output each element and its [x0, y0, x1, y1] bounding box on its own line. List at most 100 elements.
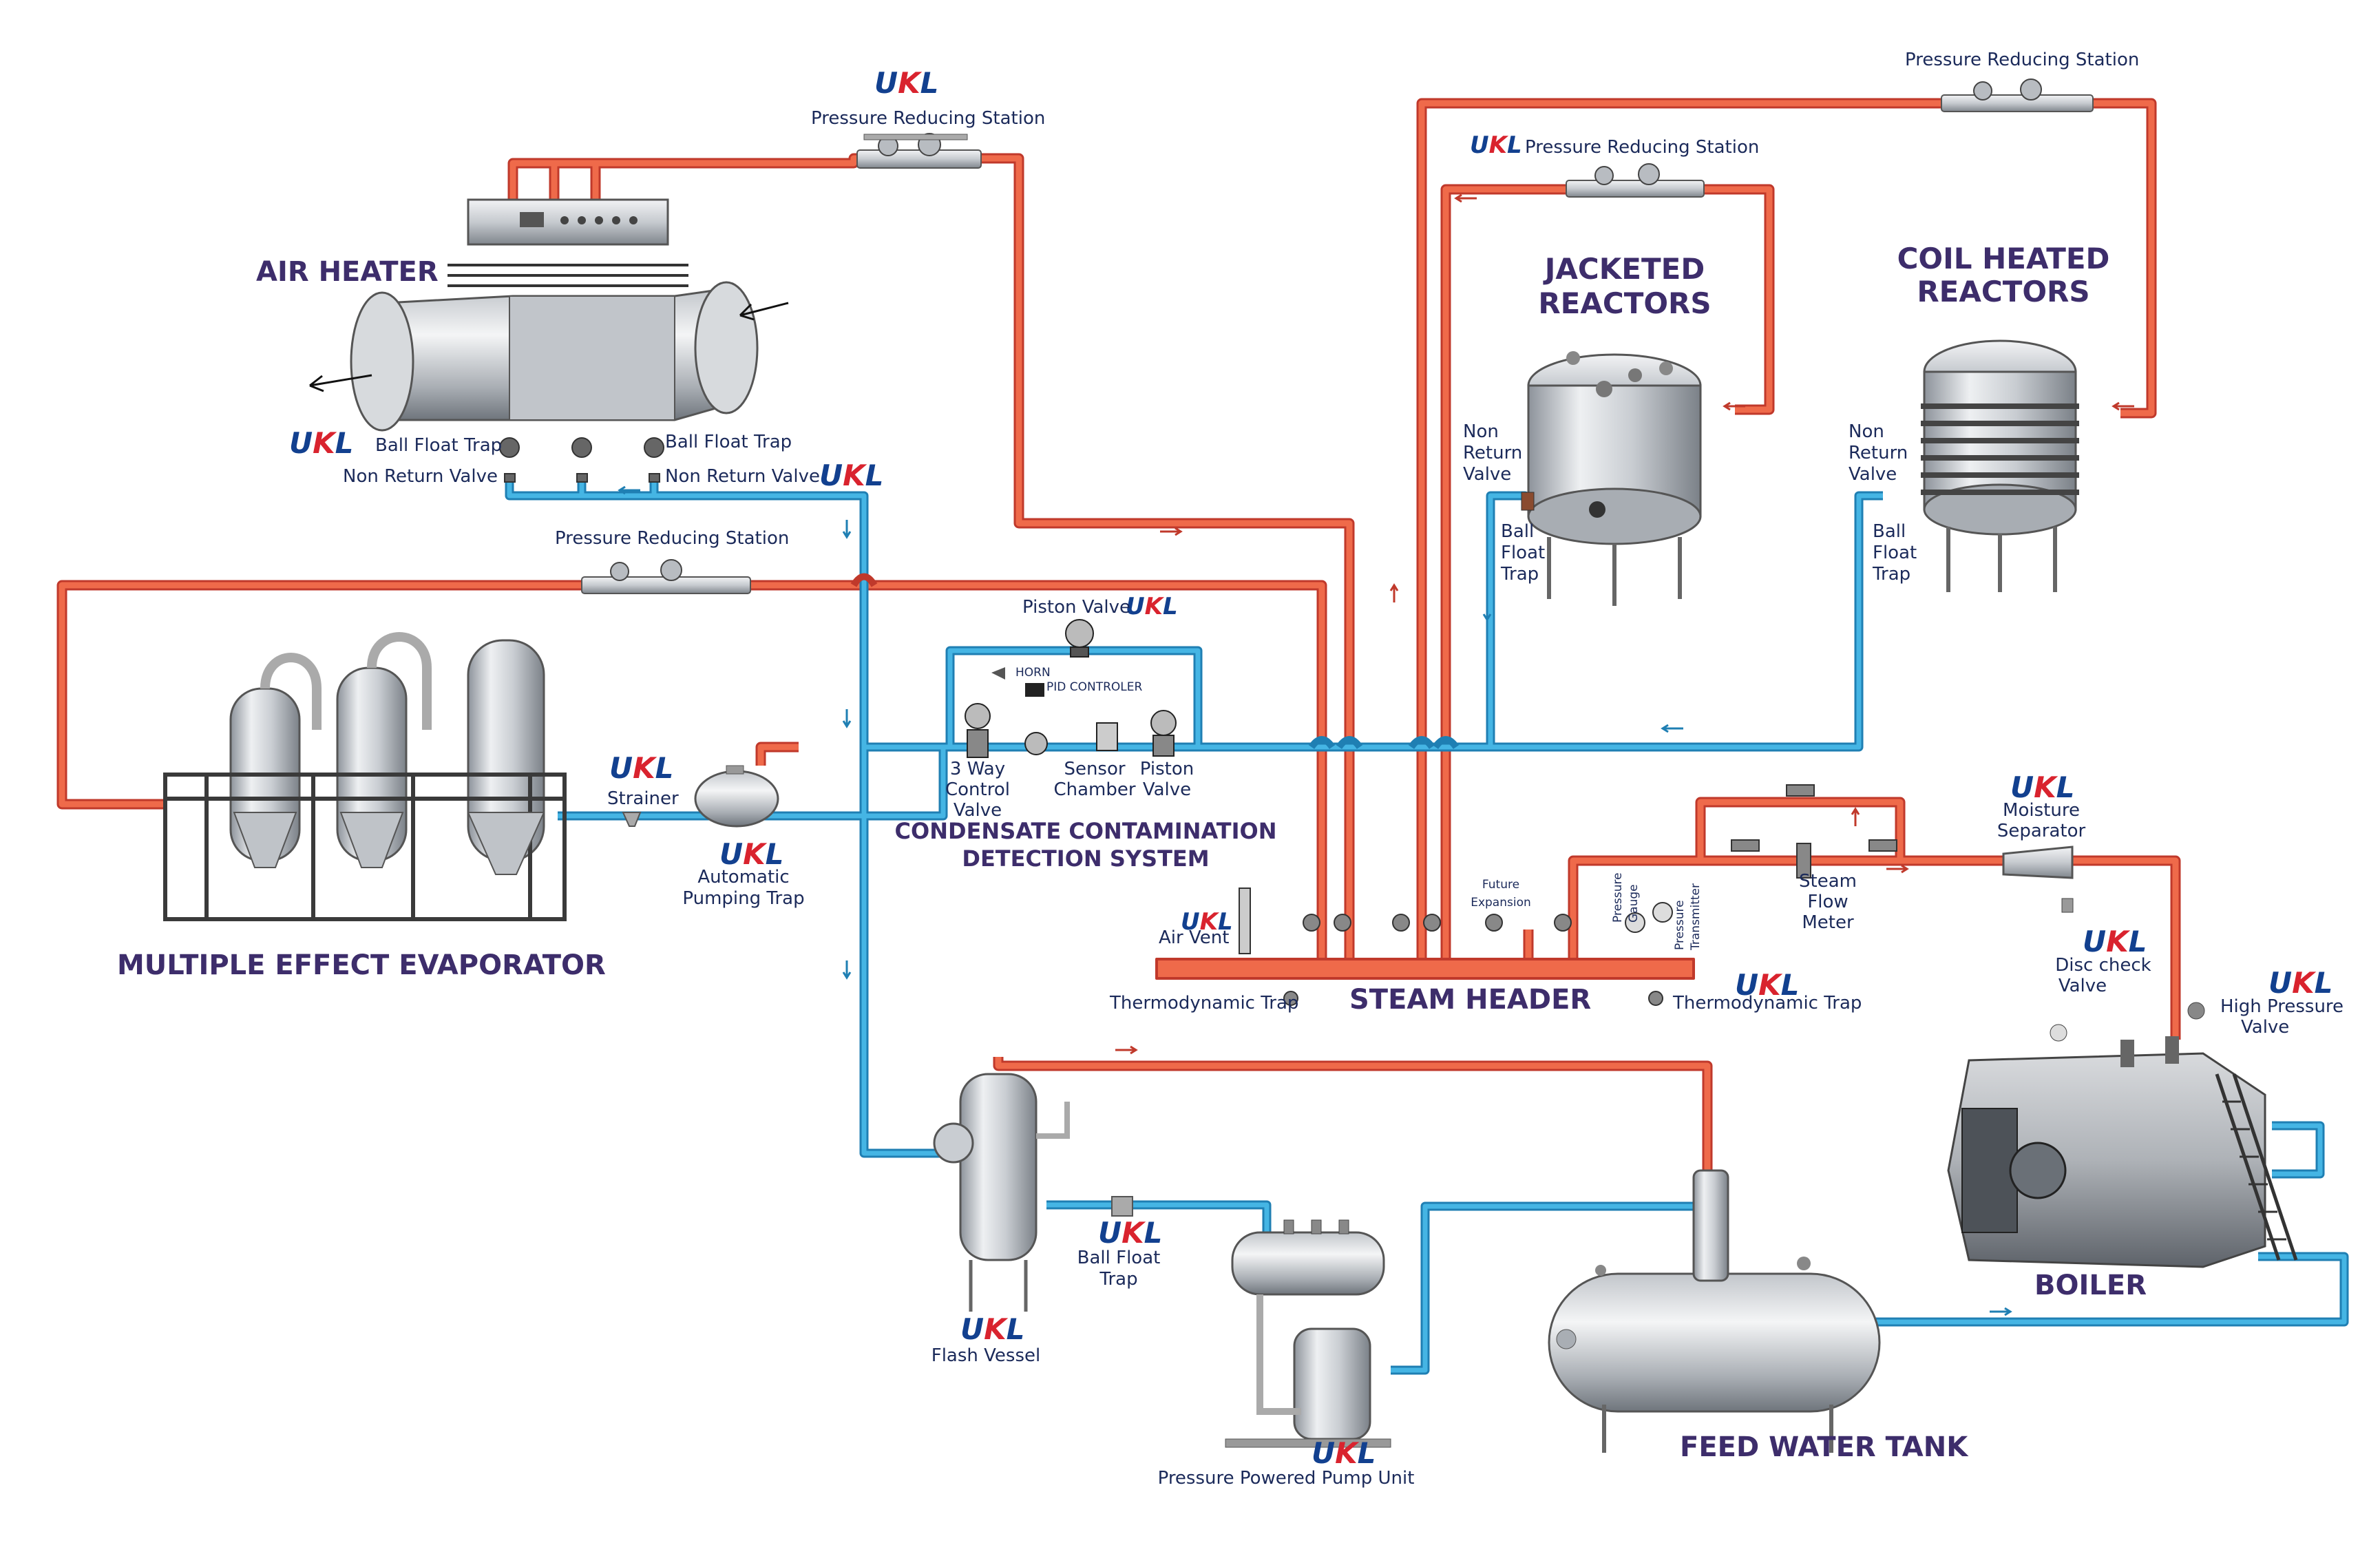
- pipe-crossings: [850, 573, 1460, 750]
- label-nrv-right: Non Return Valve: [665, 466, 820, 487]
- label-air-vent: Air Vent: [1159, 927, 1229, 948]
- svg-text:UKL: UKL: [719, 837, 783, 871]
- label-sensor-1: Sensor: [1064, 759, 1125, 779]
- logo-auto-pump: UKL: [719, 837, 783, 871]
- ccds-equipment: [965, 619, 1177, 758]
- svg-text:UKL: UKL: [1181, 908, 1233, 936]
- svg-text:UKL: UKL: [960, 1312, 1024, 1346]
- prs-top: [856, 133, 982, 169]
- flash-vessel: [933, 1073, 1070, 1312]
- label-3way-1: 3 Way: [950, 759, 1005, 779]
- logo-nrv: UKL: [819, 459, 883, 492]
- label-pt-1: Pressure: [1673, 900, 1687, 950]
- logo-air-vent: UKL: [1181, 908, 1233, 936]
- label-3way-2: Control: [945, 779, 1010, 800]
- label-flash-vessel: Flash Vessel: [931, 1345, 1040, 1366]
- label-pg-2: Gauge: [1627, 884, 1641, 923]
- label-auto-pump-2: Pumping Trap: [682, 888, 804, 909]
- label-disc-1: Disc check: [2055, 955, 2151, 976]
- label-nrv-left: Non Return Valve: [343, 466, 498, 487]
- label-pppu: Pressure Powered Pump Unit: [1158, 1468, 1415, 1489]
- logo-high-pressure: UKL: [2268, 966, 2332, 1000]
- label-bft-bottom-1: Ball Float: [1077, 1248, 1161, 1268]
- label-pid: PID CONTROLER: [1046, 680, 1143, 694]
- label-moisture-1: Moisture: [2003, 800, 2080, 821]
- logo-thermo-right: UKL: [1735, 968, 1799, 1002]
- label-jr-bft-2: Float: [1501, 543, 1545, 563]
- ukl-logos: UKL UKL UKL UKL UKL UKL UKL UKL UKL UKL …: [289, 66, 2332, 1470]
- label-future-2: Expansion: [1471, 896, 1531, 910]
- header-valves: [1239, 784, 1897, 1006]
- label-cr-bft-1: Ball: [1873, 521, 1906, 542]
- label-jr-nrv-2: Return: [1463, 443, 1522, 463]
- label-strainer: Strainer: [607, 788, 679, 809]
- svg-text:UKL: UKL: [874, 66, 938, 100]
- label-jr-nrv-1: Non: [1463, 421, 1499, 442]
- title-feed-water-tank: FEED WATER TANK: [1680, 1431, 1969, 1463]
- logo-pppu: UKL: [1312, 1436, 1376, 1470]
- label-prs-evaporator: Pressure Reducing Station: [555, 528, 789, 549]
- label-disc-2: Valve: [2058, 976, 2107, 996]
- label-sfm-2: Flow: [1807, 892, 1848, 912]
- label-pg-1: Pressure: [1611, 872, 1625, 923]
- logo-bft-bottom: UKL: [1098, 1216, 1162, 1250]
- logo-moisture: UKL: [2010, 770, 2074, 804]
- label-sfm-1: Steam: [1799, 871, 1857, 892]
- label-hp-2: Valve: [2241, 1017, 2289, 1038]
- svg-text:UKL: UKL: [289, 426, 353, 460]
- pressure-powered-pump-unit: [1225, 1219, 1391, 1448]
- labels: Pressure Reducing Station Pressure Reduc…: [343, 50, 2344, 1489]
- label-future-1: Future: [1482, 878, 1519, 892]
- label-piston-2: Valve: [1143, 779, 1191, 800]
- strainer: [622, 812, 642, 827]
- label-cr-nrv-2: Return: [1849, 443, 1908, 463]
- feed-water-tank: [1548, 1169, 1881, 1453]
- title-air-heater: AIR HEATER: [256, 256, 439, 288]
- label-bft-right: Ball Float Trap: [665, 432, 792, 452]
- label-3way-3: Valve: [954, 800, 1002, 821]
- label-thermo-right: Thermodynamic Trap: [1672, 993, 1862, 1013]
- label-cr-nrv-3: Valve: [1849, 464, 1897, 485]
- label-bft-left: Ball Float Trap: [375, 435, 502, 456]
- jacketed-reactor: [1521, 351, 1702, 606]
- title-steam-header: STEAM HEADER: [1349, 984, 1591, 1016]
- title-jacketed-2: REACTORS: [1538, 286, 1711, 320]
- label-piston-1: Piston: [1140, 759, 1194, 779]
- label-prs-top: Pressure Reducing Station: [811, 108, 1045, 129]
- label-sfm-3: Meter: [1802, 912, 1854, 933]
- label-prs-jacketed: Pressure Reducing Station: [1525, 137, 1759, 158]
- ball-float-trap-bottom: [1111, 1196, 1133, 1217]
- label-cr-nrv-1: Non: [1849, 421, 1884, 442]
- label-jr-bft-1: Ball: [1501, 521, 1534, 542]
- svg-text:UKL: UKL: [1470, 132, 1522, 159]
- svg-text:UKL: UKL: [1126, 593, 1178, 620]
- logo-piston: UKL: [1126, 593, 1178, 620]
- svg-text:UKL: UKL: [609, 751, 673, 785]
- label-jr-nrv-3: Valve: [1463, 464, 1511, 485]
- logo-flash: UKL: [960, 1312, 1024, 1346]
- boiler: [1947, 1002, 2298, 1268]
- coil-heated-reactor: [1921, 339, 2079, 592]
- svg-text:UKL: UKL: [2268, 966, 2332, 1000]
- label-piston-valve-top: Piston Valve: [1022, 597, 1130, 618]
- prs-jacketed: [1566, 163, 1705, 198]
- label-sensor-2: Chamber: [1053, 779, 1135, 800]
- title-jacketed-1: JACKETED: [1543, 252, 1705, 286]
- svg-text:UKL: UKL: [819, 459, 883, 492]
- label-auto-pump-1: Automatic: [697, 867, 789, 887]
- logo-disc-check: UKL: [2083, 925, 2147, 958]
- moisture-separator: [2002, 845, 2074, 913]
- logo-strainer: UKL: [609, 751, 673, 785]
- svg-text:UKL: UKL: [1098, 1216, 1162, 1250]
- label-pt-2: Transmitter: [1689, 883, 1703, 951]
- label-prs-coil: Pressure Reducing Station: [1905, 50, 2139, 70]
- label-jr-bft-3: Trap: [1500, 564, 1539, 585]
- title-evaporator: MULTIPLE EFFECT EVAPORATOR: [117, 949, 606, 981]
- logo-prs-top: UKL: [874, 66, 938, 100]
- automatic-pumping-trap: [694, 765, 779, 828]
- svg-text:UKL: UKL: [2010, 770, 2074, 804]
- multiple-effect-evaporator: [163, 632, 567, 921]
- label-thermo-left: Thermodynamic Trap: [1109, 993, 1298, 1013]
- title-coil-2: REACTORS: [1917, 275, 2089, 308]
